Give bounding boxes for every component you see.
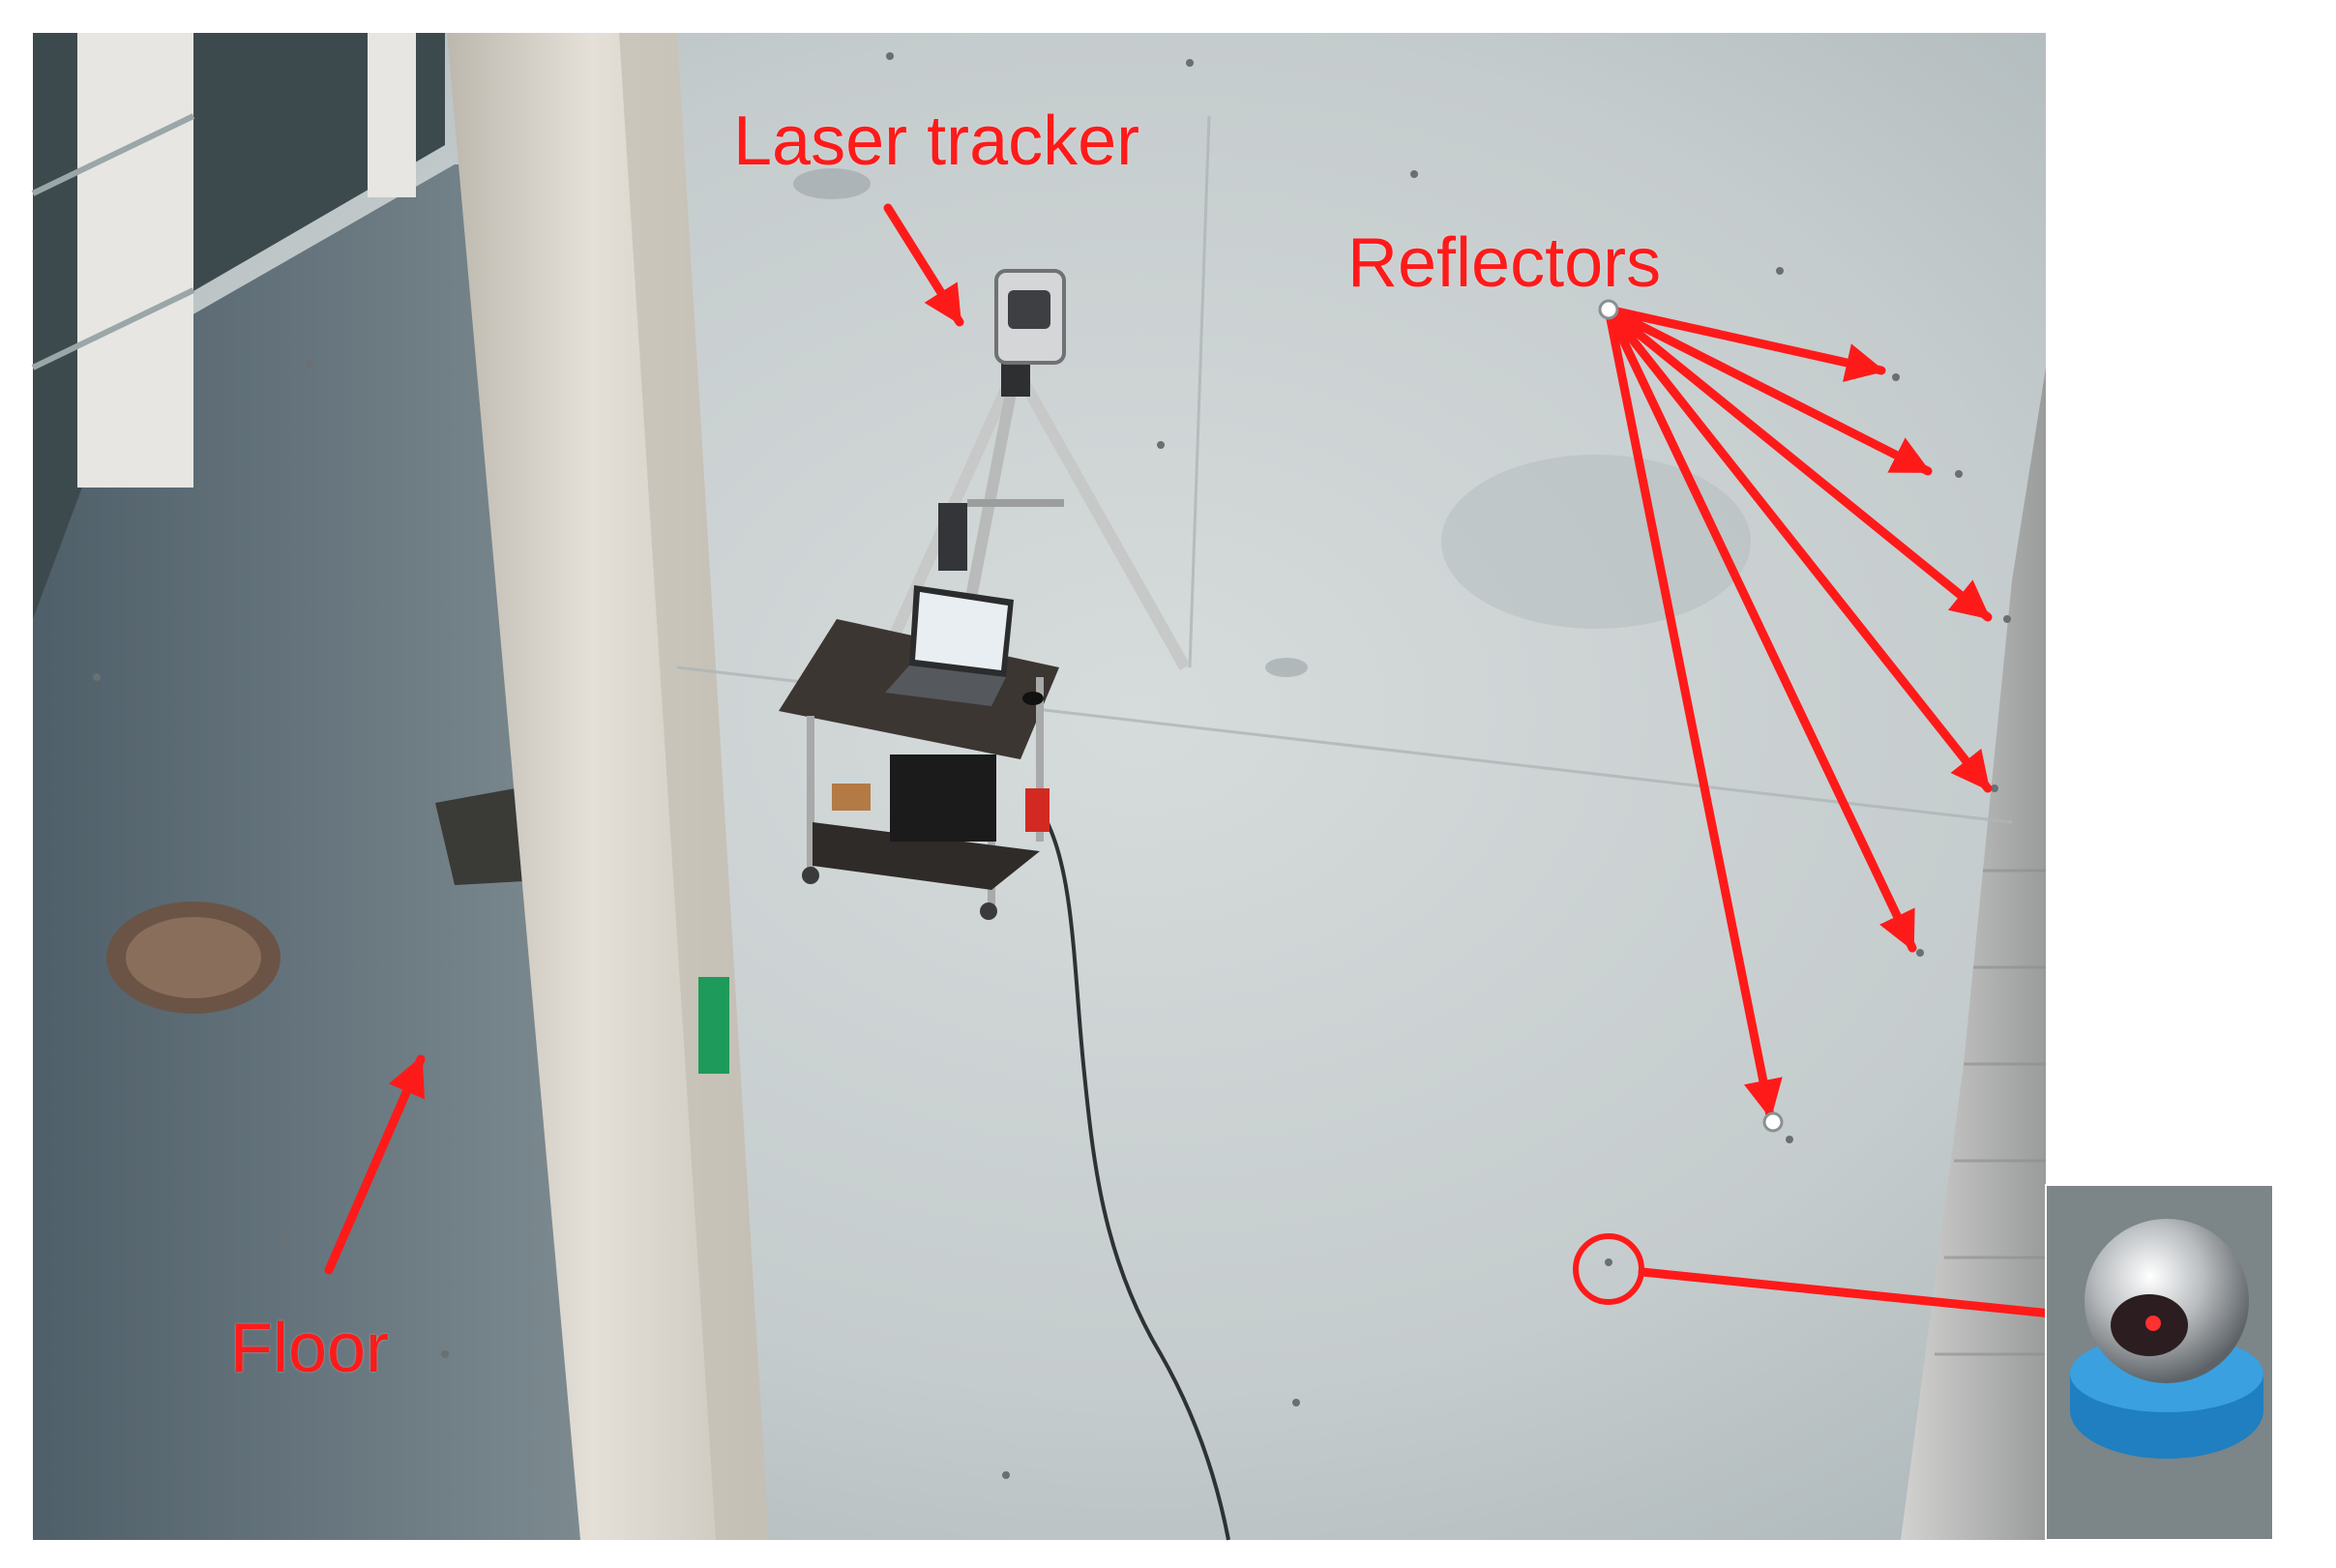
left-floor <box>33 164 580 1540</box>
label-laser-tracker: Laser tracker <box>733 103 1140 180</box>
reflector-callout-circle <box>1573 1233 1644 1305</box>
power-cable <box>1043 816 1230 1541</box>
laptop-icon <box>885 585 1014 706</box>
reflector-markers <box>1573 299 1784 1305</box>
label-floor: Floor <box>230 1310 390 1387</box>
floor-grate <box>435 784 542 885</box>
laser-tracker-icon <box>850 269 1191 724</box>
exit-sign <box>698 977 729 1074</box>
callout-line <box>1638 1267 2075 1320</box>
reflector-ball-icon <box>2070 1219 2263 1459</box>
arrow-reflector-6 <box>1604 305 1783 1120</box>
arrow-reflector-1 <box>1604 305 1886 382</box>
arrow-reflector-5 <box>1604 305 1917 953</box>
arrow-reflector-3 <box>1604 305 1993 622</box>
arrow-reflector-2 <box>1604 305 1933 476</box>
arrow-laser-tracker <box>883 203 964 327</box>
laptop-table <box>779 585 1059 920</box>
arrow-reflector-4 <box>1604 305 1993 793</box>
annotation-arrows <box>324 203 2075 1320</box>
label-reflectors: Reflectors <box>1347 224 1662 302</box>
arrow-floor <box>324 1054 426 1275</box>
reflector-inset <box>2045 1184 2274 1541</box>
right-wall <box>1901 33 2046 1540</box>
